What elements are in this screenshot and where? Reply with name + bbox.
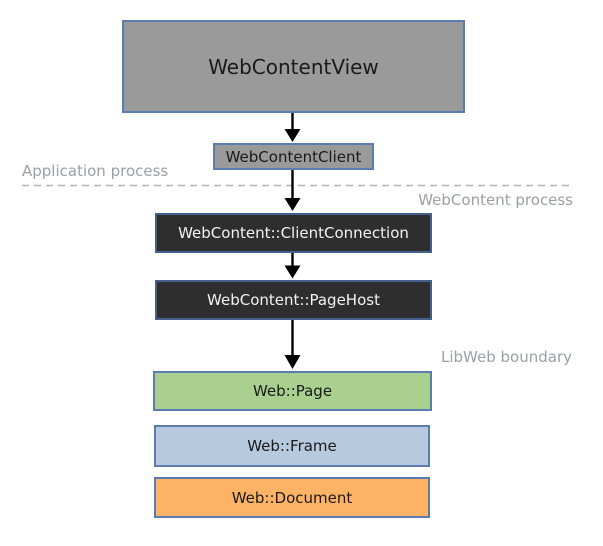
arrow-client-to-clientconnection-icon bbox=[284, 170, 301, 211]
node-clientconnection-label: WebContent::ClientConnection bbox=[178, 224, 409, 242]
node-pagehost: WebContent::PageHost bbox=[155, 280, 432, 320]
node-web-frame: Web::Frame bbox=[154, 425, 430, 467]
node-web-document: Web::Document bbox=[154, 477, 430, 518]
application-process-label: Application process bbox=[22, 162, 169, 180]
node-webcontentclient-label: WebContentClient bbox=[225, 147, 362, 166]
node-webcontentview: WebContentView bbox=[122, 20, 465, 113]
node-webcontentview-label: WebContentView bbox=[208, 54, 379, 79]
node-web-page: Web::Page bbox=[153, 371, 432, 411]
libweb-boundary-label: LibWeb boundary bbox=[441, 348, 572, 366]
node-webcontentclient: WebContentClient bbox=[213, 143, 374, 170]
node-web-frame-label: Web::Frame bbox=[247, 437, 337, 455]
node-web-page-label: Web::Page bbox=[252, 382, 333, 400]
arrow-view-to-client-icon bbox=[284, 113, 301, 142]
arrow-pagehost-to-page-icon bbox=[284, 320, 301, 369]
node-pagehost-label: WebContent::PageHost bbox=[207, 291, 380, 309]
node-clientconnection: WebContent::ClientConnection bbox=[155, 213, 432, 253]
node-web-document-label: Web::Document bbox=[231, 488, 353, 507]
arrow-clientconnection-to-pagehost-icon bbox=[284, 253, 301, 279]
webcontent-process-label: WebContent process bbox=[418, 191, 573, 209]
